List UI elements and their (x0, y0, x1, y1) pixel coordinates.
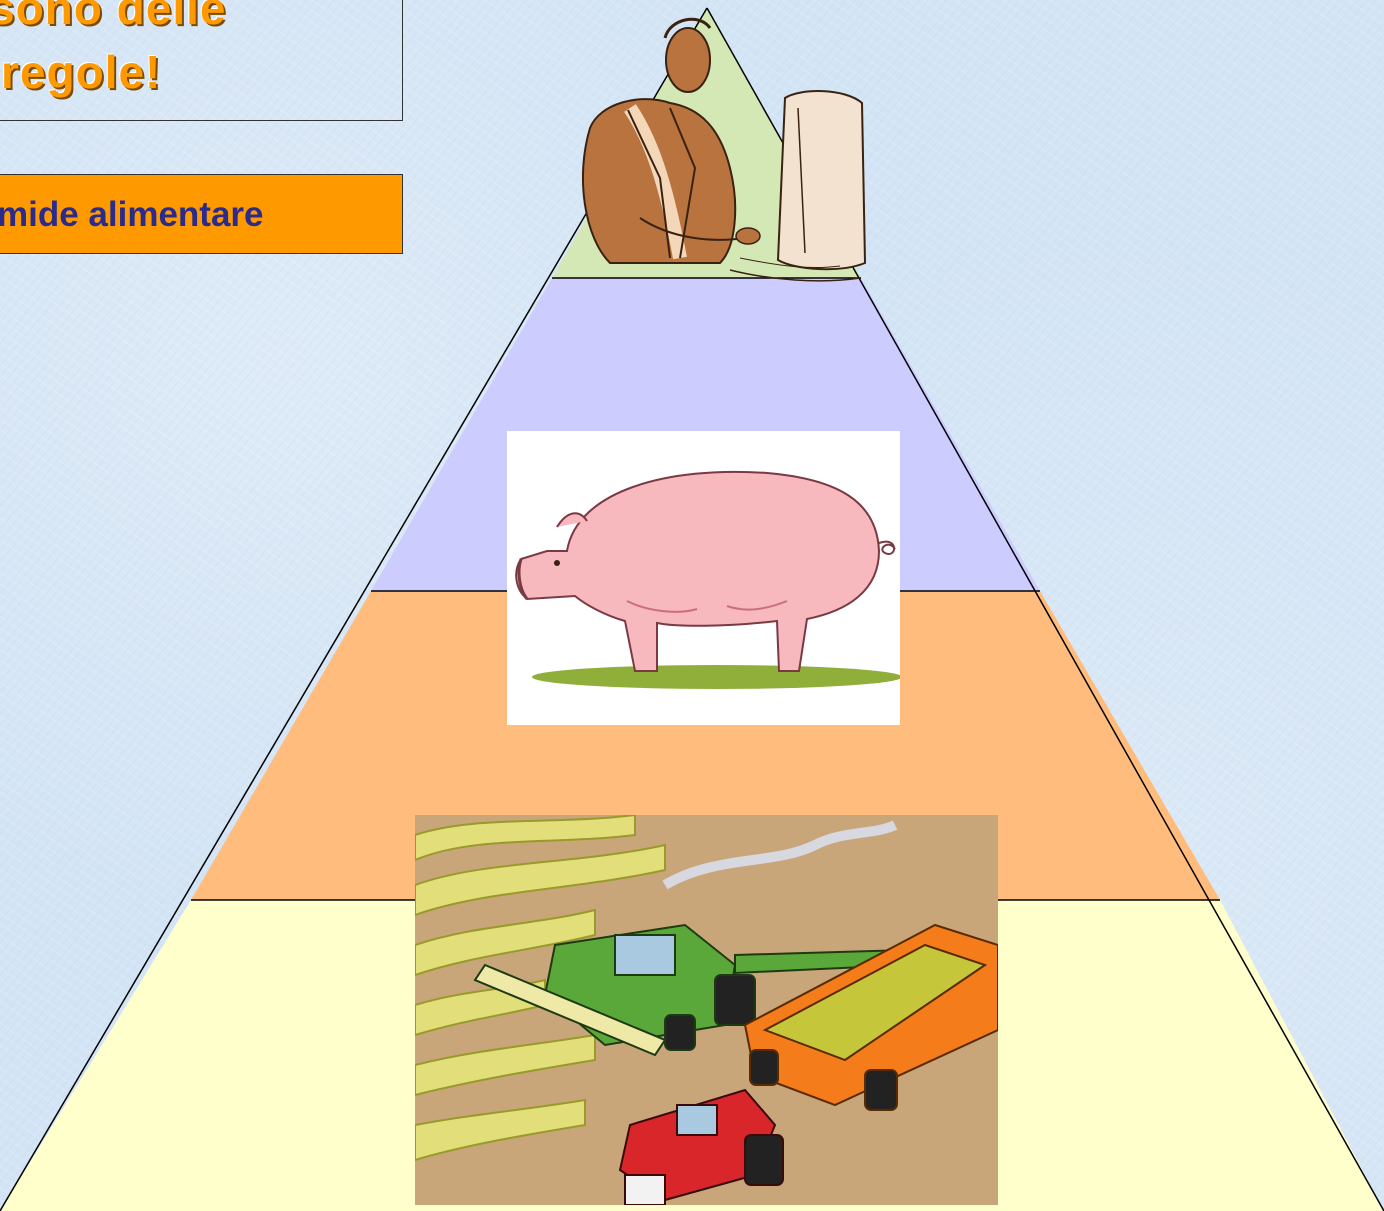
pig-icon (507, 431, 900, 725)
pyramid-label-box: mide alimentare (0, 174, 403, 254)
slide-title-box: sono delle regole! (0, 0, 403, 121)
title-line-1: sono delle (0, 0, 227, 34)
pyramid-label: mide alimentare (0, 195, 264, 234)
man-at-computer-icon (570, 8, 870, 290)
title-line-2: regole! (1, 46, 162, 98)
harvester-tractor-icon (415, 815, 998, 1205)
